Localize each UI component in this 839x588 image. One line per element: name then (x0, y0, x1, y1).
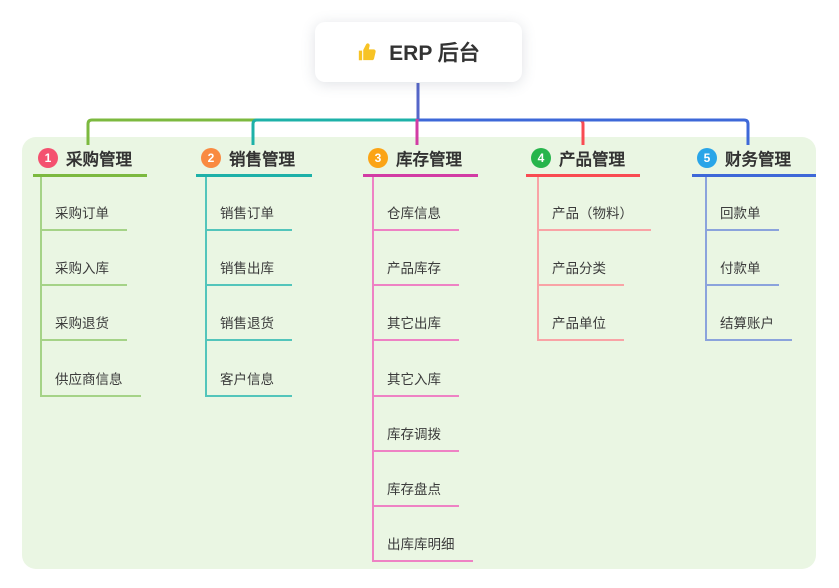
branch-label: 库存管理 (396, 150, 462, 169)
child-node[interactable]: 销售订单 (205, 205, 292, 231)
branch-header[interactable]: 2 销售管理 (196, 144, 312, 177)
child-node[interactable]: 客户信息 (205, 371, 292, 397)
child-node[interactable]: 销售出库 (205, 260, 292, 287)
children-connector-line (705, 177, 707, 342)
root-node[interactable]: ERP 后台 (315, 22, 522, 82)
branch-label: 财务管理 (725, 150, 791, 169)
child-node[interactable]: 产品库存 (372, 260, 459, 287)
child-node[interactable]: 结算账户 (705, 315, 792, 342)
child-node[interactable]: 其它入库 (372, 371, 459, 397)
child-node[interactable]: 库存调拨 (372, 426, 459, 452)
branch-number-badge: 5 (697, 147, 717, 168)
child-node[interactable]: 采购入库 (40, 260, 127, 287)
children-connector-line (372, 177, 374, 563)
branch-number-badge: 3 (368, 147, 388, 168)
branch-label: 采购管理 (66, 150, 132, 169)
child-node[interactable]: 产品分类 (537, 260, 624, 287)
child-node[interactable]: 回款单 (705, 205, 779, 231)
branch-header[interactable]: 5 财务管理 (692, 144, 816, 177)
children-connector-line (205, 177, 207, 397)
branch-label: 销售管理 (229, 150, 295, 169)
child-node[interactable]: 仓库信息 (372, 205, 459, 231)
branches-panel-background (22, 137, 816, 569)
child-node[interactable]: 供应商信息 (40, 371, 141, 397)
branch-number-badge: 2 (201, 147, 221, 168)
child-node[interactable]: 付款单 (705, 260, 779, 287)
branch-number-badge: 1 (38, 147, 58, 168)
thumbs-up-icon (357, 41, 379, 63)
child-node[interactable]: 采购退货 (40, 315, 127, 342)
child-node[interactable]: 销售退货 (205, 315, 292, 342)
root-node-label: ERP 后台 (389, 42, 480, 65)
children-connector-line (537, 177, 539, 342)
branch-number-badge: 4 (531, 147, 551, 168)
branch-header[interactable]: 1 采购管理 (33, 144, 147, 177)
children-connector-line (40, 177, 42, 397)
branch-header[interactable]: 3 库存管理 (363, 144, 478, 177)
branch-label: 产品管理 (559, 150, 625, 169)
child-node[interactable]: 产品（物料） (537, 205, 651, 231)
child-node[interactable]: 其它出库 (372, 315, 459, 342)
child-node[interactable]: 产品单位 (537, 315, 624, 342)
child-node[interactable]: 库存盘点 (372, 481, 459, 507)
branch-header[interactable]: 4 产品管理 (526, 144, 640, 177)
child-node[interactable]: 出库库明细 (372, 536, 473, 563)
child-node[interactable]: 采购订单 (40, 205, 127, 231)
